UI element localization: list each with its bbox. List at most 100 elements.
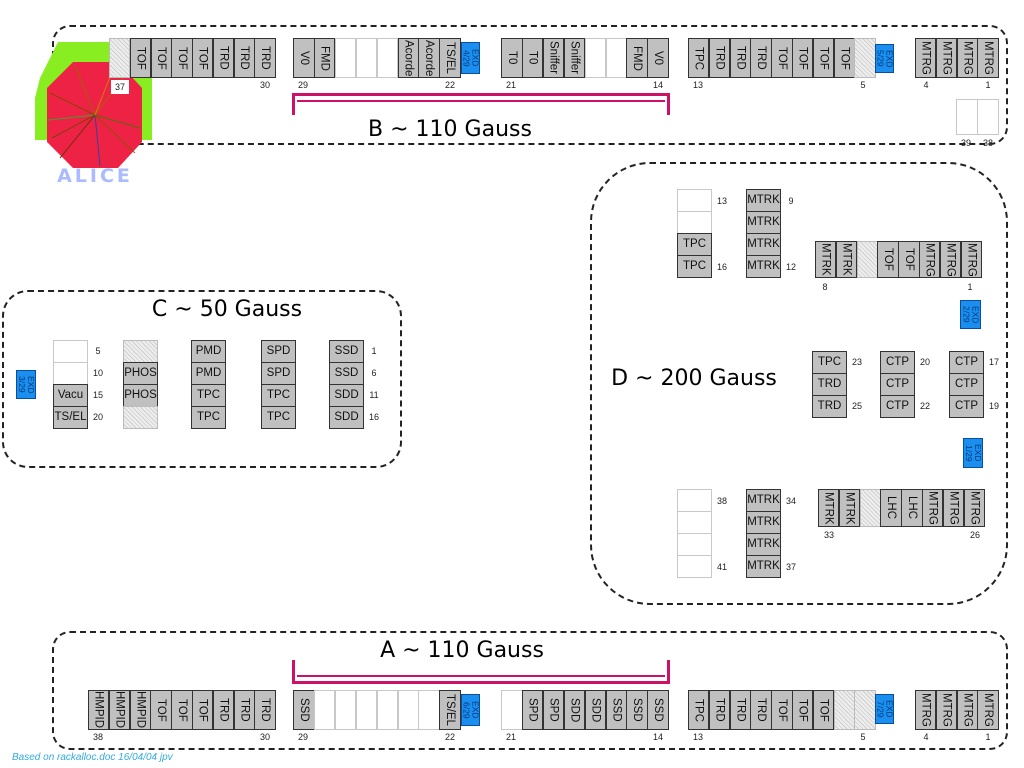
- rack-slot-v0[interactable]: V0: [647, 38, 669, 78]
- rack-slot-tof[interactable]: TOF: [877, 241, 899, 278]
- rack-slot-trd[interactable]: TRD: [729, 38, 751, 78]
- rack-slot-mtrk[interactable]: MTRK: [746, 555, 781, 578]
- rack-slot-empty[interactable]: [956, 99, 978, 135]
- rack-slot-mtrg[interactable]: MTRG: [915, 690, 937, 730]
- rack-slot-tpc[interactable]: TPC: [261, 406, 296, 429]
- rack-slot-mtrg[interactable]: MTRG: [956, 690, 978, 730]
- rack-slot-tof[interactable]: TOF: [192, 38, 214, 78]
- rack-slot-ssd[interactable]: SSD: [329, 362, 364, 385]
- rack-slot-mtrk[interactable]: MTRK: [838, 489, 861, 527]
- rack-slot-tpc[interactable]: TPC: [191, 406, 226, 429]
- rack-slot-tof[interactable]: TOF: [171, 690, 193, 730]
- rack-slot-empty[interactable]: [418, 690, 440, 730]
- rack-slot-mtrg[interactable]: MTRG: [935, 690, 958, 730]
- rack-slot-empty[interactable]: [977, 99, 999, 135]
- rack-slot-ctp[interactable]: CTP: [880, 351, 915, 374]
- rack-slot-mtrk[interactable]: MTRK: [815, 241, 837, 278]
- rack-slot-tpc[interactable]: TPC: [812, 351, 847, 374]
- rack-slot-empty[interactable]: [584, 38, 607, 78]
- rack-slot-spd[interactable]: SPD: [521, 690, 544, 730]
- rack-slot-trd[interactable]: TRD: [708, 690, 731, 730]
- rack-slot-tof[interactable]: TOF: [812, 38, 835, 78]
- rack-slot-pmd[interactable]: PMD: [191, 362, 226, 385]
- rack-slot-empty[interactable]: [677, 189, 712, 212]
- rack-slot-trd[interactable]: TRD: [750, 38, 772, 78]
- rack-slot-tof[interactable]: TOF: [150, 38, 172, 78]
- rack-slot-empty[interactable]: [677, 211, 712, 234]
- rack-slot-mtrk[interactable]: MTRK: [746, 511, 781, 534]
- rack-slot-mtrg[interactable]: MTRG: [977, 690, 999, 730]
- rack-slot-ssd[interactable]: SSD: [605, 690, 627, 730]
- rack-slot-mtrg[interactable]: MTRG: [942, 489, 965, 527]
- rack-slot-empty[interactable]: [376, 38, 399, 78]
- rack-slot-hatched[interactable]: [854, 690, 876, 730]
- rack-slot-tof[interactable]: TOF: [771, 38, 793, 78]
- rack-slot-t0[interactable]: T0: [501, 38, 523, 78]
- rack-slot-hatched[interactable]: [123, 340, 158, 363]
- rack-slot-empty[interactable]: [677, 511, 712, 534]
- rack-slot-ssd[interactable]: SSD: [647, 690, 669, 730]
- rack-slot-tof[interactable]: TOF: [792, 38, 814, 78]
- rack-slot-fmd[interactable]: FMD: [626, 38, 648, 78]
- rack-slot-trd[interactable]: TRD: [812, 395, 847, 418]
- rack-slot-trd[interactable]: TRD: [233, 690, 255, 730]
- rack-slot-mtrg[interactable]: MTRG: [960, 241, 982, 278]
- rack-slot-mtrk[interactable]: MTRK: [746, 533, 781, 556]
- rack-slot-fmd[interactable]: FMD: [313, 38, 336, 78]
- rack-slot-ctp[interactable]: CTP: [880, 373, 915, 396]
- rack-slot-sdd[interactable]: SDD: [329, 406, 364, 429]
- rack-slot-spd[interactable]: SPD: [261, 340, 296, 363]
- rack-slot-mtrg[interactable]: MTRG: [963, 489, 985, 527]
- rack-slot-empty[interactable]: [355, 690, 378, 730]
- rack-slot-pmd[interactable]: PMD: [191, 340, 226, 363]
- rack-slot-acorde[interactable]: Acorde: [418, 38, 440, 78]
- rack-slot-tof[interactable]: TOF: [129, 38, 152, 78]
- rack-slot-empty[interactable]: [397, 690, 419, 730]
- rack-slot-empty[interactable]: [53, 340, 88, 363]
- rack-slot-sniffer[interactable]: Sniffer: [563, 38, 586, 78]
- rack-slot-mtrk[interactable]: MTRK: [746, 255, 781, 278]
- rack-slot-empty[interactable]: [334, 38, 357, 78]
- rack-slot-mtrk[interactable]: MTRK: [818, 489, 840, 527]
- rack-slot-empty[interactable]: [376, 690, 399, 730]
- rack-slot-trd[interactable]: TRD: [212, 38, 235, 78]
- rack-slot-tsel[interactable]: TS/EL: [53, 406, 88, 429]
- rack-slot-mtrg[interactable]: MTRG: [939, 241, 962, 278]
- rack-slot-tof[interactable]: TOF: [833, 38, 855, 78]
- rack-slot-mtrk[interactable]: MTRK: [835, 241, 858, 278]
- rack-slot-trd[interactable]: TRD: [233, 38, 255, 78]
- rack-slot-tof[interactable]: TOF: [192, 690, 214, 730]
- rack-slot-trd[interactable]: TRD: [750, 690, 772, 730]
- rack-slot-tpc[interactable]: TPC: [688, 690, 710, 730]
- rack-slot-trd[interactable]: TRD: [254, 690, 276, 730]
- rack-slot-hatched[interactable]: [859, 489, 881, 527]
- rack-slot-mtrk[interactable]: MTRK: [746, 489, 781, 512]
- rack-slot-mtrg[interactable]: MTRG: [922, 489, 944, 527]
- rack-slot-mtrk[interactable]: MTRK: [746, 211, 781, 234]
- rack-slot-trd[interactable]: TRD: [254, 38, 276, 78]
- rack-slot-tof[interactable]: TOF: [150, 690, 172, 730]
- rack-slot-t0[interactable]: T0: [521, 38, 544, 78]
- rack-slot-tof[interactable]: TOF: [792, 690, 814, 730]
- rack-slot-trd[interactable]: TRD: [212, 690, 235, 730]
- rack-slot-phos[interactable]: PHOS: [123, 384, 158, 407]
- rack-slot-lhc[interactable]: LHC: [901, 489, 923, 527]
- rack-slot-tof[interactable]: TOF: [812, 690, 835, 730]
- rack-slot-tsel[interactable]: TS/EL: [439, 38, 461, 78]
- rack-slot-ctp[interactable]: CTP: [949, 395, 984, 418]
- rack-slot-empty[interactable]: [605, 38, 627, 78]
- rack-slot-hmpid[interactable]: HMPID: [129, 690, 151, 730]
- rack-slot-empty[interactable]: [313, 690, 336, 730]
- rack-slot-tof[interactable]: TOF: [898, 241, 920, 278]
- rack-slot-trd[interactable]: TRD: [812, 373, 847, 396]
- rack-slot-hatched[interactable]: [123, 406, 158, 429]
- rack-slot-v0[interactable]: V0: [293, 38, 315, 78]
- rack-slot-trd[interactable]: TRD: [729, 690, 751, 730]
- rack-slot-empty[interactable]: [677, 489, 712, 512]
- rack-slot-hatched[interactable]: [109, 38, 131, 78]
- rack-slot-mtrk[interactable]: MTRK: [746, 233, 781, 256]
- rack-slot-empty[interactable]: [677, 555, 712, 578]
